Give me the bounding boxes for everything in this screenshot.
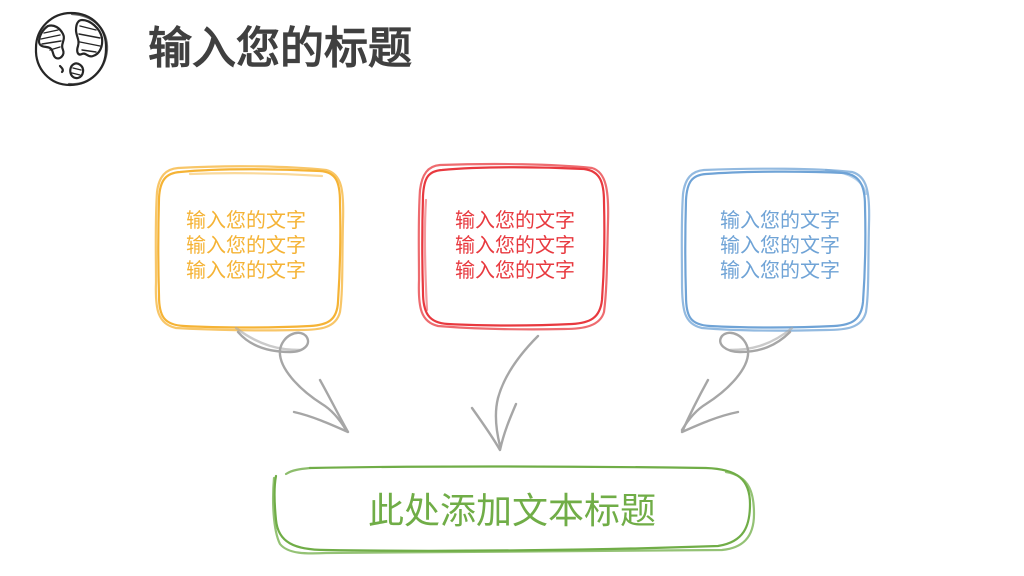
box-text-line: 输入您的文字	[186, 233, 306, 257]
text-box-outline-yellow	[154, 165, 345, 332]
text-box-yellow: 输入您的文字 输入您的文字 输入您的文字	[146, 208, 346, 283]
bottom-banner-outline	[272, 465, 756, 555]
box-text-line: 输入您的文字	[720, 233, 840, 257]
box-text-line: 输入您的文字	[720, 258, 840, 282]
arrow-right-head	[680, 378, 740, 434]
text-box-outline-red	[417, 162, 610, 331]
page-title: 输入您的标题	[148, 23, 412, 74]
box-text-line: 输入您的文字	[186, 258, 306, 282]
bottom-title: 此处添加文本标题	[367, 491, 656, 532]
arrow-right-tail	[728, 326, 794, 352]
box-text-line: 输入您的文字	[455, 233, 575, 257]
arrow-middle-head	[470, 402, 518, 452]
arrow-left	[236, 330, 348, 432]
box-text-line: 输入您的文字	[186, 208, 306, 232]
arrow-left-tail	[234, 326, 302, 352]
box-text-line: 输入您的文字	[455, 258, 575, 282]
arrow-left-head	[292, 378, 350, 434]
text-box-outline-blue	[680, 167, 871, 332]
globe-icon	[34, 11, 109, 87]
arrow-right	[680, 330, 792, 432]
arrow-middle	[494, 334, 540, 448]
text-box-blue: 输入您的文字 输入您的文字 输入您的文字	[680, 208, 880, 283]
box-text-line: 输入您的文字	[720, 208, 840, 232]
box-text-line: 输入您的文字	[455, 208, 575, 232]
text-box-red: 输入您的文字 输入您的文字 输入您的文字	[415, 208, 615, 283]
